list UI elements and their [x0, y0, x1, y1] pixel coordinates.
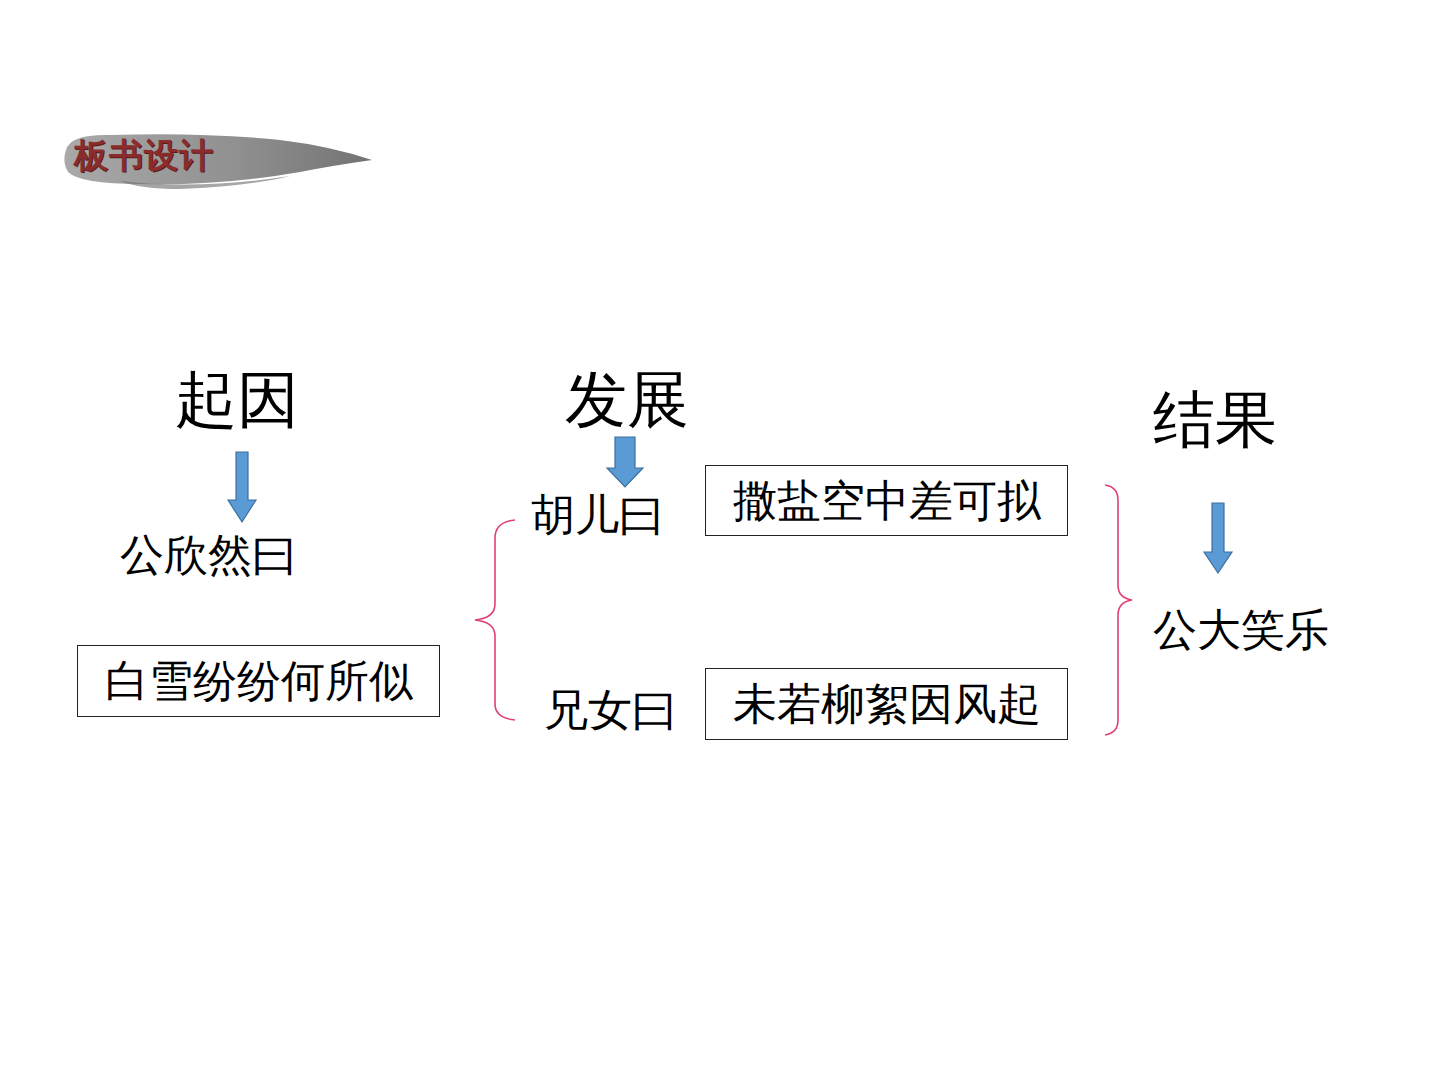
speaker-label: 胡儿曰	[531, 493, 663, 537]
board-title: 板书设计	[74, 138, 214, 172]
speaker-label: 兄女曰	[544, 688, 676, 732]
stage-heading: 结果	[1153, 389, 1277, 451]
verse-box: 白雪纷纷何所似	[77, 645, 440, 717]
brush-banner	[64, 134, 372, 184]
stage-heading: 发展	[565, 369, 689, 431]
speaker-label: 公欣然曰	[120, 533, 296, 577]
verse-text: 未若柳絮因风起	[733, 682, 1041, 726]
verse-box: 撒盐空中差可拟	[705, 465, 1068, 536]
stage-heading: 起因	[175, 369, 299, 431]
verse-text: 白雪纷纷何所似	[105, 659, 413, 703]
verse-box: 未若柳絮因风起	[705, 668, 1068, 740]
verse-text: 撒盐空中差可拟	[733, 479, 1041, 523]
left-brace	[475, 520, 515, 720]
down-arrow	[607, 437, 643, 487]
down-arrow	[1204, 503, 1232, 573]
right-brace	[1105, 485, 1132, 735]
brush-streak	[120, 176, 290, 189]
down-arrow	[228, 452, 256, 522]
result-label: 公大笑乐	[1153, 608, 1329, 652]
